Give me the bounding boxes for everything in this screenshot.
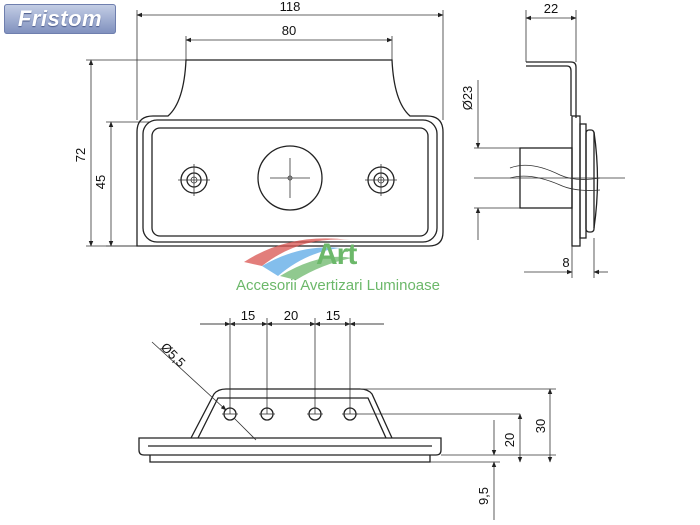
dim-width-top: 80 <box>282 23 296 38</box>
dim-hole-diameter: Ø5,5 <box>158 340 189 371</box>
brand-logo: Fristom <box>4 4 116 34</box>
front-view: 118 80 72 45 <box>73 0 444 247</box>
dim-height-30: 30 <box>533 419 548 433</box>
dim-diameter-23: Ø23 <box>460 86 475 111</box>
dim-spacing-1: 15 <box>241 308 255 323</box>
dim-depth-bottom: 8 <box>562 255 569 270</box>
watermark-subtitle: Accesorii Avertizari Luminoase <box>236 277 440 294</box>
watermark-title: Art <box>316 238 357 271</box>
bottom-view: 15 20 15 Ø5,5 20 30 <box>138 308 556 520</box>
dim-height-20: 20 <box>502 433 517 447</box>
dim-height-9-5: 9,5 <box>476 487 491 505</box>
dim-width-total: 118 <box>280 0 301 14</box>
dim-spacing-2: 20 <box>284 308 298 323</box>
dim-height-total: 72 <box>73 148 88 162</box>
dim-height-lens: 45 <box>93 175 108 189</box>
side-view: 22 Ø23 8 <box>460 1 625 278</box>
dim-depth-top: 22 <box>544 1 558 16</box>
watermark-swoosh <box>244 238 352 280</box>
brand-logo-text: Fristom <box>17 6 103 31</box>
dim-spacing-3: 15 <box>326 308 340 323</box>
